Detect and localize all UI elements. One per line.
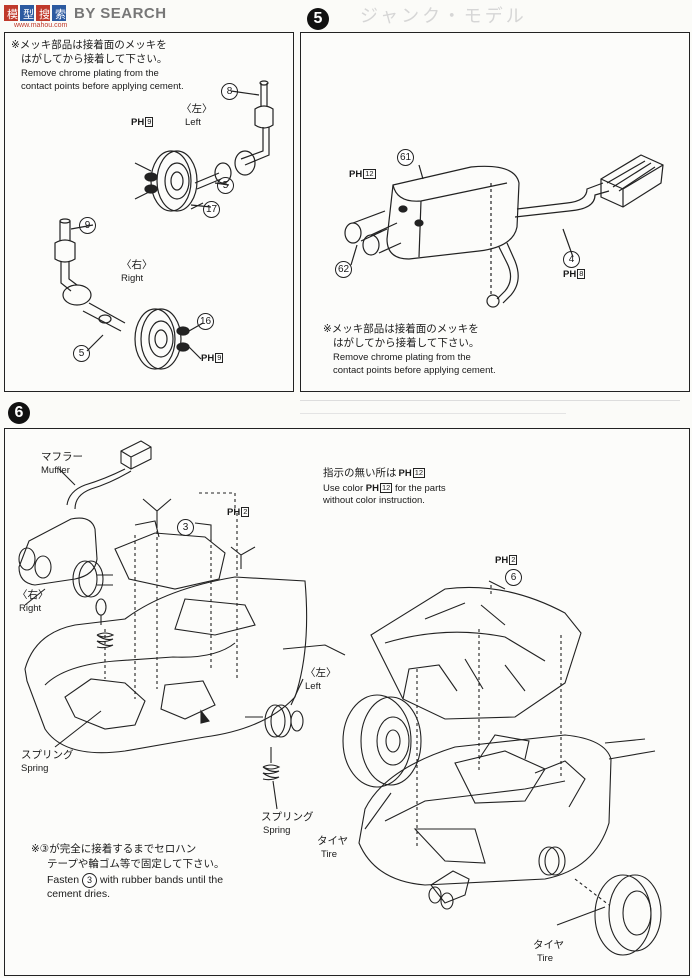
muffler-label-jp: マフラー [41,451,83,463]
chrome-note-en-1-step5: Remove chrome plating from the [333,352,471,363]
left-label-en: Left [185,117,201,128]
bleed-through-text [300,392,680,420]
svg-text:模: 模 [7,8,18,21]
step-6-badge: 6 [8,402,30,424]
tire-label-en: Tire [321,849,338,860]
chrome-note-jp-2-step5: はがしてから接着して下さい。 [333,337,480,349]
left-label-jp-step6: 〈左〉 [305,667,337,679]
part-16: 16 [197,313,214,330]
part-61: 61 [397,149,414,166]
part-17: 17 [203,201,220,218]
chrome-note-jp-1-step5: ※メッキ部品は接着面のメッキを [323,323,479,335]
tire-label-jp: タイヤ [317,835,349,847]
left-label-jp: 〈左〉 [181,103,213,115]
step-4-panel: ※メッキ部品は接着面のメッキを はがしてから接着して下さい。 Remove ch… [4,32,294,392]
fasten-note-jp-1: ※③が完全に接着するまでセロハン [31,843,197,855]
part-5-bottom: 5 [73,345,90,362]
chrome-note-jp-2: はがしてから接着して下さい。 [21,53,168,65]
fasten-note-en-1: Fasten 3 with rubber bands until the [47,873,224,888]
tire2-label-en: Tire [537,953,554,964]
spring-label-en: Spring [21,763,49,774]
muffler-label-en: Muffler [41,465,70,476]
part-6-callout: 6 [505,569,522,586]
fasten-note-en-3: cement dries. [47,888,111,900]
logo-icon: 模 型 搜 索 [4,3,70,25]
spring2-label-jp: スプリング [261,811,314,823]
part-5-top: 5 [217,177,234,194]
right-label-jp: 〈右〉 [121,259,153,271]
right-label-en: Right [121,273,144,284]
tire2-label-jp: タイヤ [533,939,565,951]
fasten-note-jp-2: テープや輪ゴム等で固定して下さい。 [47,858,225,870]
front-chassis-drawing [342,580,662,956]
bleed-through-title: ジャンク・モデル [360,6,527,26]
right-hub-drawing [54,218,204,370]
chrome-note-en-1: Remove chrome plating from the [21,68,159,79]
step-5-panel: ※メッキ部品は接着面のメッキを はがしてから接着して下さい。 Remove ch… [300,32,690,392]
chrome-note-en-2: contact points before applying cement. [21,81,184,92]
rear-chassis-drawing [18,440,346,810]
left-label-en-step6: Left [305,681,321,692]
left-hub-drawing [134,80,274,212]
logo-subdomain: www.mahou.com [14,22,68,29]
spring2-label-en: Spring [263,825,291,836]
chrome-note-jp-1: ※メッキ部品は接着面のメッキを [11,39,167,51]
logo-text: BY SEARCH [74,5,167,22]
svg-text:型: 型 [23,7,34,21]
step-6-panel: マフラー Muffler 〈右〉 Right 〈左〉 Left スプリング Sp… [4,428,690,976]
svg-text:索: 索 [55,7,66,21]
spring-label-jp: スプリング [21,749,74,761]
muffler-assembly-drawing [344,154,664,308]
part-62: 62 [335,261,352,278]
site-logo: 模 型 搜 索 BY SEARCH www.mahou.com [4,3,174,31]
svg-text:搜: 搜 [39,7,50,21]
chrome-note-en-2-step5: contact points before applying cement. [333,365,496,376]
right-label-en-step6: Right [19,603,42,614]
step-5-badge: 5 [307,8,329,30]
color-note-en-3: without color instruction. [323,495,425,506]
part-8: 8 [221,83,238,100]
